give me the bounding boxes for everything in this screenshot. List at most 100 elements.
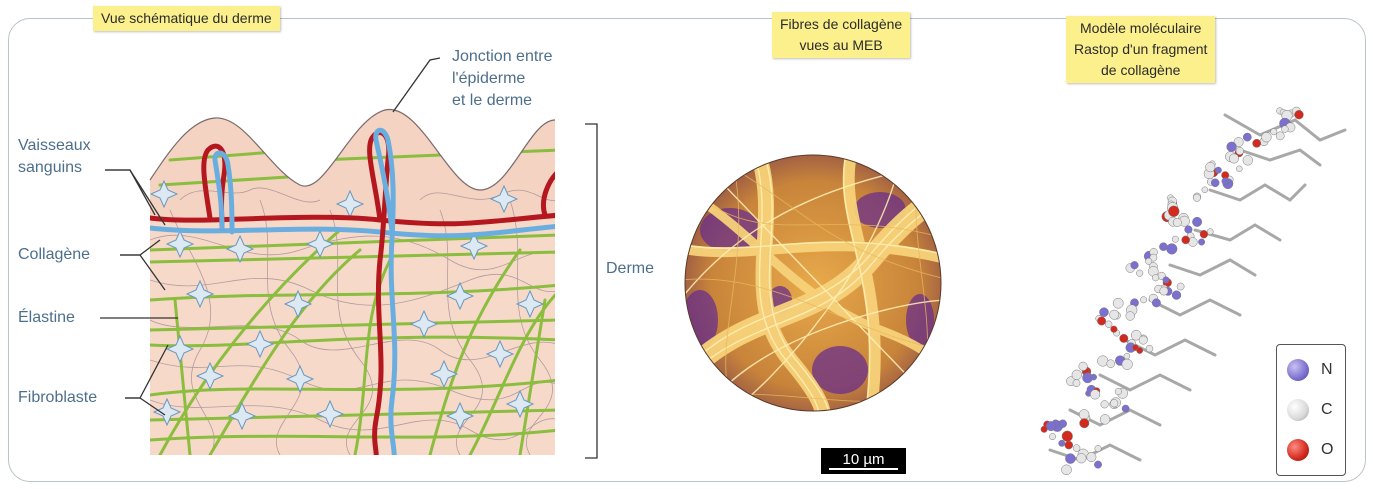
atom-sphere <box>1059 420 1067 428</box>
atom-sphere <box>1110 310 1119 319</box>
model-title-line3: de collagène <box>1074 60 1207 81</box>
atom-c-icon <box>1287 399 1309 421</box>
atom-sphere <box>1041 426 1047 432</box>
atom-sphere <box>1065 454 1075 464</box>
atom-sphere <box>1126 312 1135 321</box>
atom-sphere <box>1079 410 1089 420</box>
label-elastine: Élastine <box>18 307 75 329</box>
atom-sphere <box>1080 419 1089 428</box>
atom-sphere <box>1113 298 1123 308</box>
meb-micrograph <box>680 150 950 430</box>
label-fibroblaste: Fibroblaste <box>18 387 97 409</box>
atom-sphere <box>1098 356 1109 367</box>
atom-sphere <box>1139 336 1147 344</box>
atom-sphere <box>1087 452 1096 461</box>
atom-sphere <box>1227 142 1237 152</box>
atom-sphere <box>1211 179 1219 187</box>
atom-sphere <box>1120 334 1128 342</box>
atom-sphere <box>1236 147 1244 155</box>
atom-sphere <box>1168 206 1179 217</box>
atom-sphere <box>1167 244 1178 255</box>
atom-sphere <box>1062 431 1073 442</box>
atom-sphere <box>1059 440 1065 446</box>
atom-sphere <box>1295 110 1304 119</box>
atom-sphere <box>1271 129 1277 135</box>
atom-sphere <box>1159 243 1167 251</box>
atom-sphere <box>1137 347 1143 353</box>
atom-legend: N C O <box>1276 344 1346 476</box>
atom-o-icon <box>1287 439 1309 461</box>
label-vaisseaux-line1: Vaisseaux <box>18 135 91 157</box>
legend-row-n: N <box>1287 357 1345 385</box>
meb-title-tag: Fibres de collagène vues au MEB <box>772 12 910 58</box>
atom-sphere <box>1122 405 1129 412</box>
atom-sphere <box>1111 326 1118 333</box>
atom-sphere <box>1107 360 1115 368</box>
label-jonction-line3: et le derme <box>452 90 553 112</box>
atom-sphere <box>1222 178 1229 185</box>
atom-sphere <box>1101 401 1109 409</box>
atom-sphere <box>1049 433 1055 439</box>
model-title-tag: Modèle moléculaire Rastop d'un fragment … <box>1066 16 1215 83</box>
atom-sphere <box>1110 399 1118 407</box>
label-jonction-line2: l'épiderme <box>452 68 553 90</box>
scale-bar-label: 10 µm <box>843 451 885 468</box>
schema-title-tag: Vue schématique du derme <box>93 6 280 31</box>
atom-sphere <box>1065 441 1073 449</box>
atom-sphere <box>1243 133 1251 141</box>
atom-sphere <box>1079 362 1088 371</box>
atom-sphere <box>1200 230 1208 238</box>
legend-row-o: O <box>1287 437 1345 465</box>
atom-sphere <box>1146 345 1153 352</box>
atom-sphere <box>1202 187 1208 193</box>
atom-sphere <box>1192 217 1201 226</box>
atoms <box>1041 107 1304 475</box>
atom-sphere <box>1182 236 1190 244</box>
atom-sphere <box>1097 317 1105 325</box>
atom-sphere <box>1090 390 1100 400</box>
atom-sphere <box>1077 454 1087 464</box>
atom-sphere <box>1163 277 1169 283</box>
model-title-line2: Rastop d'un fragment <box>1074 39 1207 60</box>
label-vaisseaux: Vaisseaux sanguins <box>18 135 91 179</box>
atom-sphere <box>1072 370 1082 380</box>
atom-sphere <box>1122 359 1133 370</box>
label-derme: Derme <box>606 258 654 280</box>
dermis-schema <box>150 100 560 460</box>
legend-c-label: C <box>1321 399 1333 421</box>
atom-sphere <box>1172 291 1181 300</box>
model-title-line1: Modèle moléculaire <box>1074 18 1207 39</box>
atom-sphere <box>1185 226 1193 234</box>
atom-sphere <box>1152 274 1159 281</box>
atom-sphere <box>1262 132 1272 142</box>
atom-sphere <box>1115 388 1122 395</box>
legend-n-label: N <box>1321 359 1333 381</box>
legend-o-label: O <box>1321 439 1333 461</box>
atom-sphere <box>1229 154 1238 163</box>
atom-sphere <box>1253 139 1261 147</box>
legend-row-c: C <box>1287 397 1345 425</box>
atom-sphere <box>1173 218 1181 226</box>
atom-sphere <box>1198 239 1204 245</box>
atom-sphere <box>1140 297 1146 303</box>
schema-title: Vue schématique du derme <box>101 10 272 26</box>
label-vaisseaux-line2: sanguins <box>18 157 91 179</box>
atom-sphere <box>1073 380 1080 387</box>
atom-sphere <box>1100 415 1110 425</box>
atom-sphere <box>1136 270 1143 277</box>
atom-sphere <box>1236 166 1242 172</box>
label-jonction-line1: Jonction entre <box>452 46 553 68</box>
atom-sphere <box>1100 308 1109 317</box>
atom-sphere <box>1152 299 1160 307</box>
atom-sphere <box>1243 155 1253 165</box>
atom-sphere <box>1091 374 1097 380</box>
atom-sphere <box>1046 421 1055 430</box>
atom-sphere <box>1177 283 1184 290</box>
atom-sphere <box>1172 236 1178 242</box>
atom-sphere <box>1206 162 1216 172</box>
meb-title-line2: vues au MEB <box>780 35 902 56</box>
atom-sphere <box>1215 167 1221 173</box>
meb-title-line1: Fibres de collagène <box>780 14 902 35</box>
atom-sphere <box>1160 287 1168 295</box>
atom-sphere <box>1062 465 1072 475</box>
